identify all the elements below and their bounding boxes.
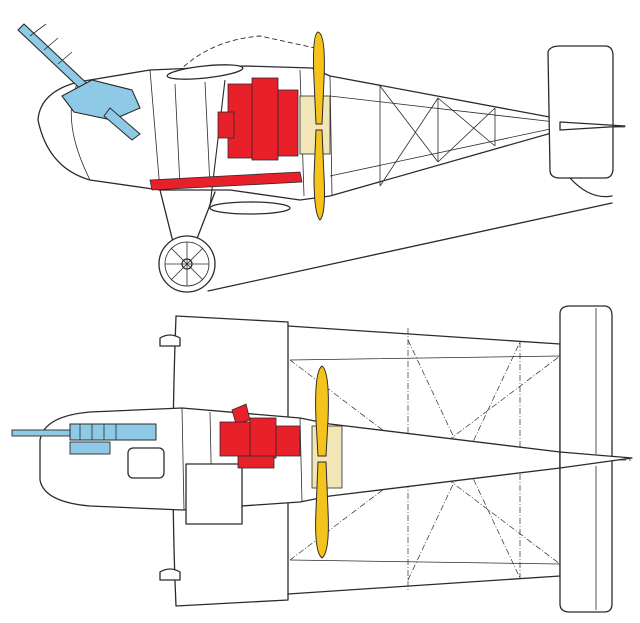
propeller-blade-upper-plan xyxy=(315,365,329,457)
machine-gun-side xyxy=(17,23,141,141)
propeller-blade-lower xyxy=(313,129,325,221)
engine-plan xyxy=(219,403,301,469)
tailplane-side xyxy=(559,121,626,131)
rudder-plan xyxy=(559,451,633,469)
tail-skid xyxy=(569,177,613,198)
pilot-seat-plan xyxy=(127,447,165,479)
machine-gun-plan xyxy=(11,423,157,455)
wheel-spokes xyxy=(165,242,209,286)
propeller-blade-upper xyxy=(313,31,325,125)
upper-wing-section xyxy=(166,64,244,80)
propeller-blade-lower-plan xyxy=(315,461,329,559)
wing-tip-lower xyxy=(159,568,181,581)
lower-wing-section xyxy=(209,201,291,215)
longeron-lower xyxy=(329,127,556,177)
cockpit-frame-3 xyxy=(204,81,211,187)
cockpit-frame-1 xyxy=(149,69,161,191)
upper-wing-outline xyxy=(177,35,319,79)
rudder-side xyxy=(547,45,614,179)
engine-side xyxy=(149,77,329,191)
boom-inner-rails xyxy=(289,355,561,565)
wing-tip-upper xyxy=(159,334,181,347)
side-elevation-view xyxy=(17,23,626,293)
ground-line xyxy=(207,202,613,292)
longeron-upper xyxy=(329,95,556,123)
cockpit-frame-2 xyxy=(174,83,181,187)
plan-view xyxy=(11,305,633,613)
boom-bracing xyxy=(379,85,496,187)
access-panel-plan xyxy=(185,463,243,525)
